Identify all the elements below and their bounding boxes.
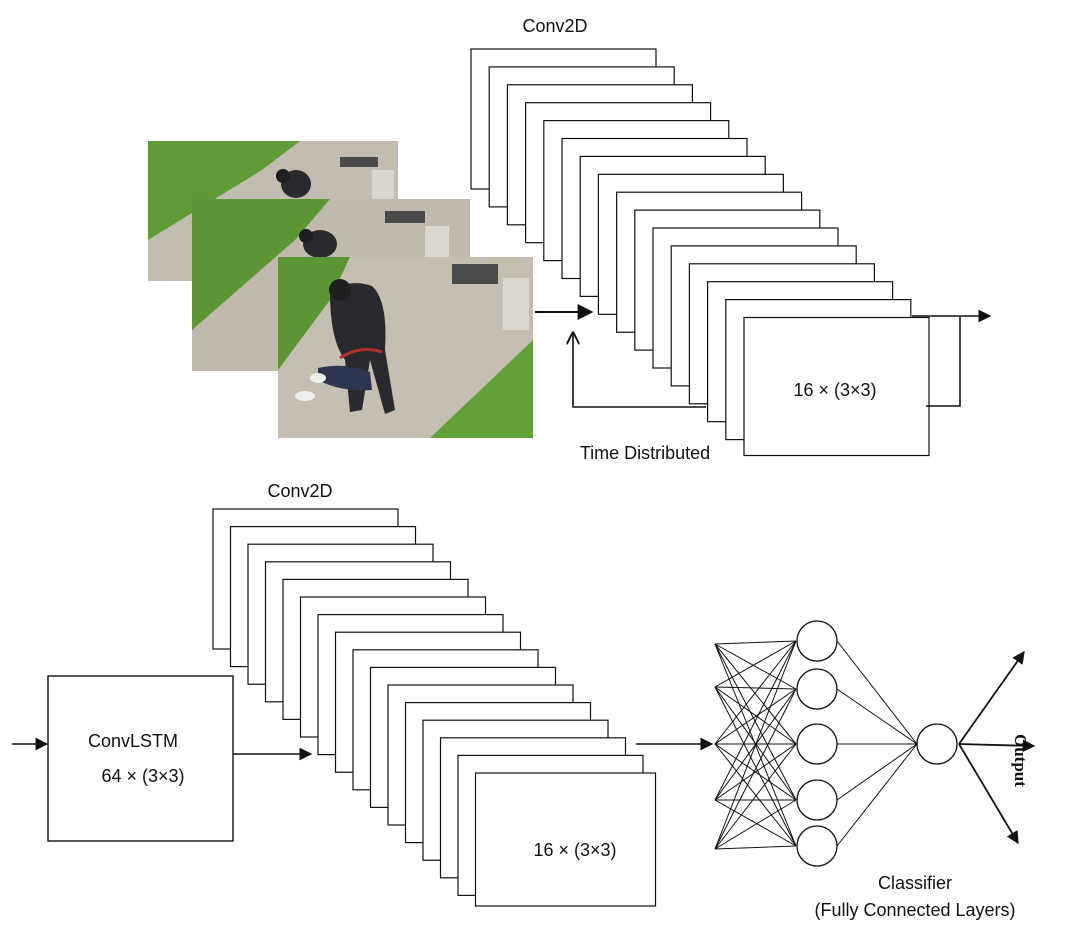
bottom-conv2d-feature-map bbox=[474, 772, 657, 907]
input-to-hidden-connection bbox=[714, 845, 797, 850]
top-conv2d-title: Conv2D bbox=[522, 16, 588, 36]
classifier-title: Classifier bbox=[877, 873, 952, 893]
output-neuron bbox=[916, 723, 958, 765]
top-conv2d-stack bbox=[470, 48, 930, 457]
hidden-neuron bbox=[796, 620, 838, 662]
bottom-conv2d-size-label: 16 × (3×3) bbox=[533, 840, 617, 860]
hidden-neuron bbox=[796, 825, 838, 867]
output-arrow bbox=[958, 739, 1036, 752]
input-to-hidden-connection bbox=[714, 799, 797, 847]
hidden-to-output-connection bbox=[836, 640, 918, 745]
time-distributed-loop-arrow bbox=[573, 333, 706, 408]
hidden-neuron bbox=[796, 779, 838, 821]
hidden-neuron bbox=[796, 668, 838, 710]
classifier-subtitle: (Fully Connected Layers) bbox=[814, 900, 1016, 920]
top-output-bracket bbox=[926, 317, 961, 407]
top-conv2d-feature-map bbox=[743, 316, 930, 457]
convlstm-box bbox=[47, 675, 234, 842]
time-distributed-caption: Time Distributed bbox=[579, 443, 711, 463]
input-to-hidden-connection bbox=[714, 643, 797, 745]
bottom-conv2d-title: Conv2D bbox=[267, 481, 333, 501]
top-conv2d-size-label: 16 × (3×3) bbox=[793, 380, 877, 400]
input-to-hidden-connection bbox=[714, 640, 797, 645]
input-to-hidden-connection bbox=[714, 686, 797, 847]
input-to-hidden-connection bbox=[714, 686, 797, 745]
hidden-to-output-connection bbox=[836, 743, 918, 801]
input-to-hidden-connection bbox=[714, 686, 797, 690]
bottom-conv2d-stack bbox=[212, 508, 657, 907]
input-to-hidden-connection bbox=[714, 688, 797, 850]
input-to-hidden-connection bbox=[714, 640, 797, 688]
video-frame-3 bbox=[278, 257, 533, 438]
convlstm-name: ConvLSTM bbox=[87, 731, 179, 751]
input-to-hidden-connection bbox=[714, 743, 797, 847]
classifier-network bbox=[714, 620, 1036, 867]
input-to-hidden-connection bbox=[714, 688, 797, 745]
input-to-hidden-connection bbox=[714, 643, 797, 801]
input-to-hidden-connection bbox=[714, 643, 797, 690]
input-to-hidden-connection bbox=[714, 640, 797, 745]
output-arrow bbox=[958, 650, 1025, 745]
input-to-hidden-connection bbox=[714, 799, 797, 850]
output-label: Output bbox=[1011, 734, 1030, 787]
input-video-frames bbox=[148, 141, 533, 438]
hidden-to-output-connection bbox=[836, 743, 918, 847]
input-to-hidden-connection bbox=[714, 640, 797, 801]
input-to-hidden-connection bbox=[714, 743, 797, 801]
convlstm-size-label: 64 × (3×3) bbox=[101, 766, 185, 786]
hidden-to-output-connection bbox=[836, 688, 918, 745]
input-to-hidden-connection bbox=[714, 640, 797, 850]
hidden-neuron bbox=[796, 723, 838, 765]
output-arrow bbox=[958, 743, 1019, 845]
input-to-hidden-connection bbox=[714, 743, 797, 850]
